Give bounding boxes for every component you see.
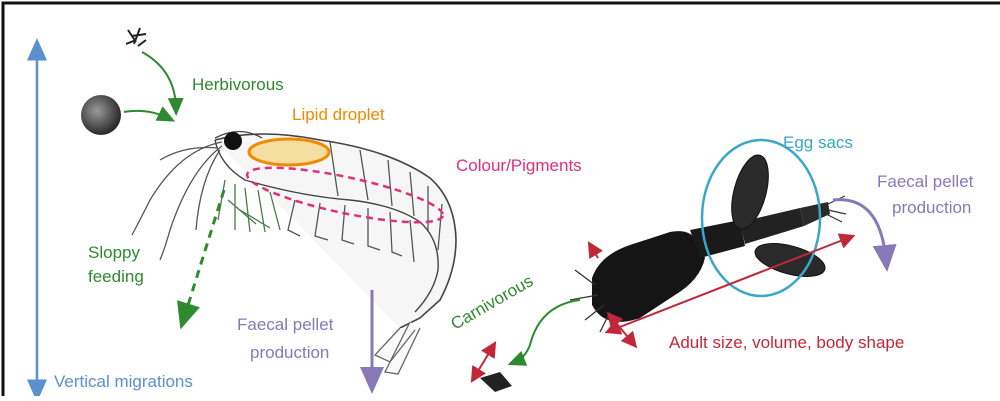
- lipid-droplet-label: Lipid droplet: [292, 106, 385, 125]
- faecal-pellet-left-label-line1: Faecal pellet: [237, 316, 333, 335]
- phytoplankton-cell-icon: [81, 95, 121, 135]
- faecal-pellet-right-label-line1: Faecal pellet: [877, 173, 973, 192]
- herbivorous-arrow-cell: [124, 111, 168, 118]
- faecal-pellet-left-label-line2: production: [250, 344, 329, 363]
- herbivorous-label: Herbivorous: [192, 76, 284, 95]
- adult-size-label: Adult size, volume, body shape: [669, 334, 904, 353]
- adult-size-top-tick: [592, 248, 598, 258]
- sloppy-feeding-arrow: [184, 190, 224, 318]
- carnivorous-arrow: [515, 300, 580, 362]
- sloppy-feeding-label-line1: Sloppy: [88, 244, 140, 263]
- lipid-droplet-shape: [249, 139, 329, 165]
- faecal-pellet-right-label-line2: production: [892, 199, 971, 218]
- prey-icon: [475, 348, 512, 392]
- vertical-migrations-label: Vertical migrations: [54, 373, 193, 392]
- diatom-icon: [126, 28, 146, 46]
- faecal-pellet-right-arrow: [833, 200, 886, 260]
- krill-eye: [224, 132, 242, 150]
- copepod-illustration: [570, 151, 846, 332]
- egg-sacs-label: Egg sacs: [783, 134, 853, 153]
- sloppy-feeding-label-line2: feeding: [88, 268, 144, 287]
- herbivorous-arrow-top: [142, 52, 176, 108]
- colour-pigments-label: Colour/Pigments: [456, 157, 582, 176]
